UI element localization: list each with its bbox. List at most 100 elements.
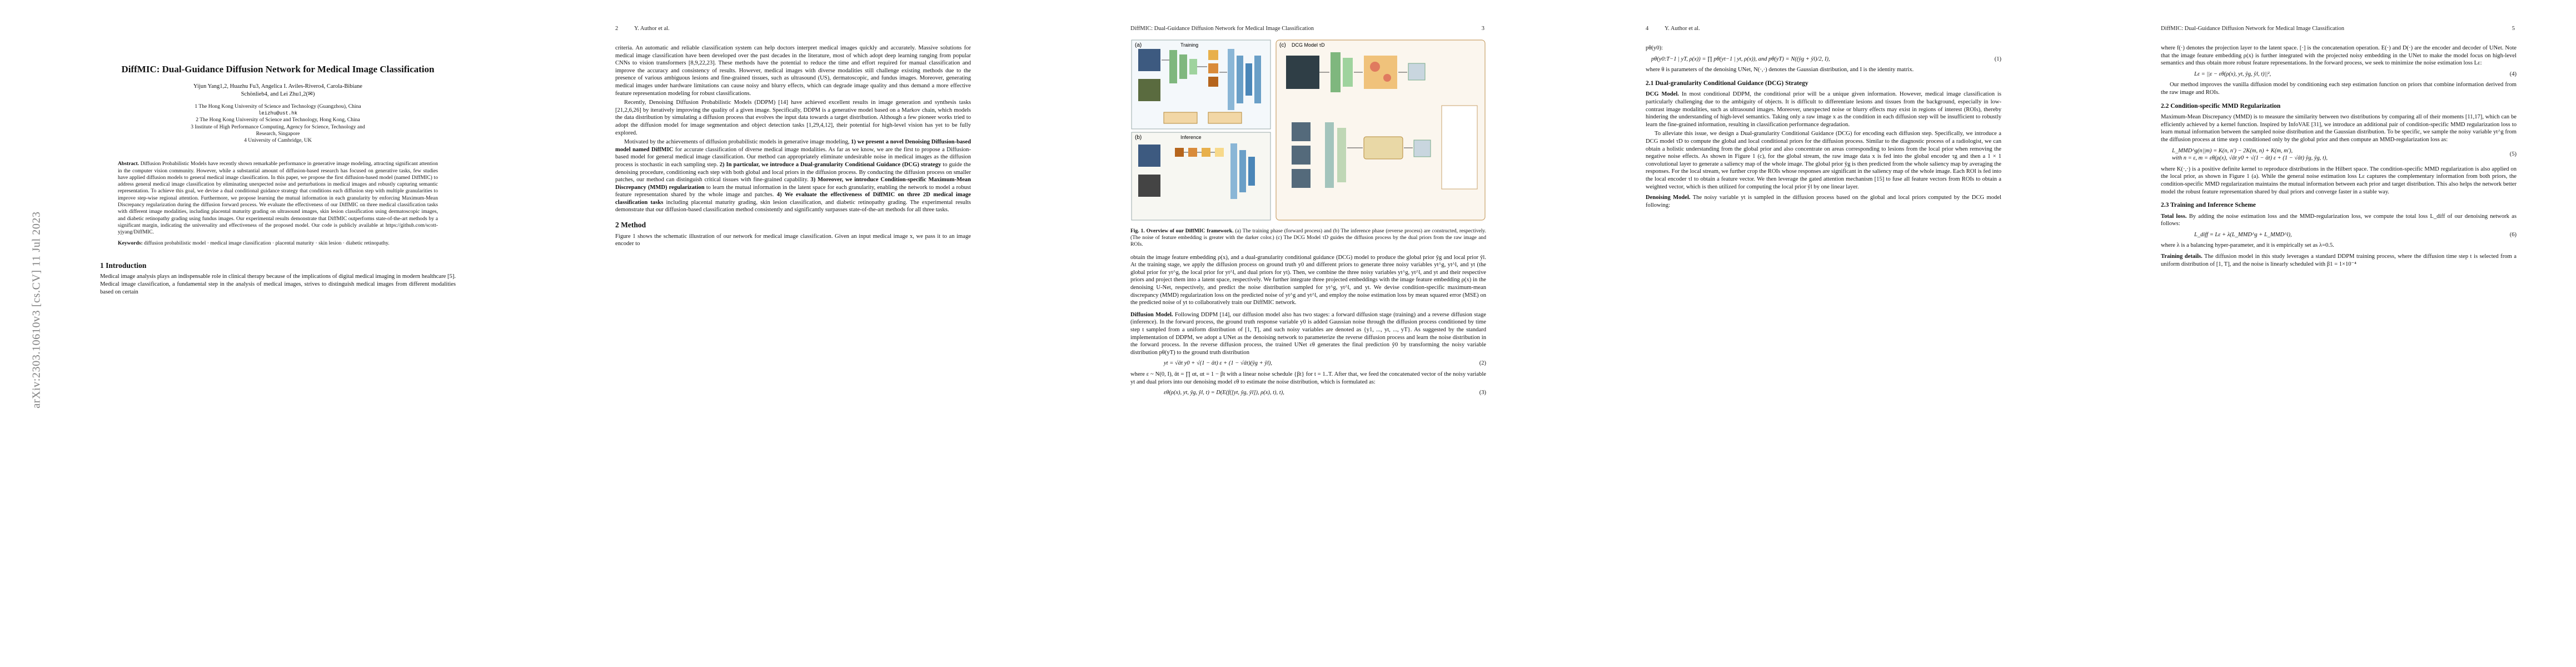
equation: pθ(y0:T−1 | yT, ρ(x)) = ∏ pθ(yt−1 | yt, … — [1651, 56, 1830, 62]
equation-2: yt = √ᾱt y0 + √(1 − ᾱt) ε + (1 − √ᾱt)(ŷg… — [1130, 360, 1486, 367]
keywords-text: diffusion probabilistic model · medical … — [144, 240, 390, 247]
abstract-label: Abstract. — [118, 161, 139, 167]
figure-caption-text: (a) The training phase (forward process)… — [1130, 228, 1486, 248]
text-run: for accurate classification of diverse m… — [615, 146, 971, 168]
equation-6: L_diff = Lε + λ(L_MMD^g + L_MMD^l), (6) — [2161, 231, 2517, 239]
paragraph: where λ is a balancing hyper-parameter, … — [2161, 242, 2334, 249]
affiliation: 2 The Hong Kong University of Science an… — [196, 117, 360, 123]
paragraph: where ε ~ N(0, I), ᾱt = ∏ αt, αt = 1 − β… — [1130, 371, 1486, 385]
contribution-2: 2) In particular, we introduce a Dual-gr… — [719, 161, 941, 168]
panel-title-dcg: DCG Model τD — [1292, 42, 1325, 48]
roi-marker — [1383, 74, 1391, 82]
contribution-3: 3) Moreover, we introduce Condition-spec… — [615, 177, 971, 191]
unet-block — [1230, 143, 1237, 199]
paragraph: where θ is parameters of the denoising U… — [1646, 67, 1914, 73]
contribution-4: 4) We evaluate the effectiveness of Diff… — [615, 192, 971, 206]
roi-patch — [1292, 169, 1311, 188]
affiliations: 1 The Hong Kong University of Science an… — [100, 103, 456, 144]
equation-number: (3) — [1479, 390, 1486, 396]
equation-3: εθ(ρ(x), yt, ŷg, ŷl, t) = D(E(f([yt, ŷg,… — [1130, 389, 1486, 397]
noise-variable — [1208, 50, 1218, 60]
noise-variable — [1175, 148, 1184, 157]
arxiv-stamp: arXiv:2303.10610v3 [cs.CV] 11 Jul 2023 — [30, 211, 43, 409]
roi-patch — [1292, 146, 1311, 165]
equation-number: (5) — [2509, 151, 2517, 158]
noise-variable — [1208, 77, 1218, 87]
equation: εθ(ρ(x), yt, ŷg, ŷl, t) = D(E(f([yt, ŷg,… — [1164, 390, 1284, 396]
text-run: Motivated by the achievements of diffusi… — [624, 139, 851, 146]
encoder-block — [1189, 59, 1197, 74]
panel-label-c: (c) — [1279, 42, 1286, 48]
noise-variable — [1208, 63, 1218, 73]
roi-patch — [1292, 122, 1311, 141]
panel-title-inference: Inference — [1180, 135, 1202, 140]
text-run: In most conditional DDPM, the conditiona… — [1646, 91, 2002, 128]
image-thumbnail — [1138, 49, 1160, 71]
abstract-text: Diffusion Probabilistic Models have rece… — [118, 161, 438, 236]
unet-block — [1237, 56, 1243, 103]
run-in-heading: Training details. — [2161, 253, 2203, 260]
text-run: to guide the denoising procedure, condit… — [615, 161, 971, 183]
paragraph: Motivated by the achievements of diffusi… — [615, 138, 971, 214]
page-3: DiffMIC: Dual-Guidance Diffusion Network… — [1030, 0, 1546, 667]
paragraph: Medical image analysis plays an indispen… — [100, 273, 456, 295]
page-4: 4 Y. Author et al. pθ(y0): pθ(y0:T−1 | y… — [1546, 0, 2061, 667]
local-encoder — [1337, 128, 1346, 182]
global-encoder — [1343, 58, 1353, 87]
affiliation: 1 The Hong Kong University of Science an… — [195, 103, 361, 109]
paragraph: Maximum-Mean Discrepancy (MMD) is to mea… — [2161, 114, 2517, 143]
image-thumbnail — [1138, 145, 1160, 167]
authors: Yijun Yang1,2, Huazhu Fu3, Angelica I. A… — [100, 83, 456, 98]
encoder-block — [1169, 50, 1177, 83]
section-heading: 1 Introduction — [100, 261, 147, 270]
paragraph: criteria. An automatic and reliable clas… — [615, 45, 971, 97]
running-head: Y. Author et al. — [634, 26, 670, 32]
global-prior — [1408, 63, 1426, 81]
equation-4: Lε = ||ε − εθ(ρ(x), yt, ŷg, ŷl, t)||², (… — [2161, 71, 2517, 78]
author-email: leizhu@ust.hk — [258, 111, 298, 117]
encoder-block — [1179, 54, 1187, 79]
figure-1: (a) (b) (c) Training Inference DCG Model… — [1130, 39, 1486, 222]
unet-block — [1254, 56, 1261, 103]
local-prior — [1413, 140, 1431, 157]
paragraph: where f(·) denotes the projection layer … — [2161, 45, 2517, 67]
equation-number: (6) — [2509, 231, 2517, 238]
roi-marker — [1370, 62, 1380, 72]
page-5: DiffMIC: Dual-Guidance Diffusion Network… — [2061, 0, 2576, 667]
abstract: Abstract. Diffusion Probabilistic Models… — [118, 161, 438, 236]
text-run: The diffusion model in this study levera… — [2161, 253, 2517, 267]
authors-line-2: Schönlieb4, and Lei Zhu1,2(✉) — [241, 91, 315, 97]
page-1: arXiv:2303.10610v3 [cs.CV] 11 Jul 2023 D… — [0, 0, 515, 667]
text-run: to learn the mutual information in the l… — [615, 184, 971, 198]
equation-1: pθ(y0:T−1 | yT, ρ(x)) = ∏ pθ(yt−1 | yt, … — [1646, 56, 2001, 63]
section-heading: 2 Method — [615, 221, 646, 230]
gated-attention — [1363, 136, 1403, 160]
image-thumbnail — [1138, 79, 1160, 101]
page-2: 2 Y. Author et al. criteria. An automati… — [515, 0, 1030, 667]
equation-number: (2) — [1479, 360, 1486, 367]
subsection-heading: 2.2 Condition-specific MMD Regularizatio… — [2161, 102, 2281, 109]
equation: Lε = ||ε − εθ(ρ(x), yt, ŷg, ŷl, t)||², — [2194, 71, 2271, 77]
subsection-heading: 2.3 Training and Inference Scheme — [2161, 202, 2256, 209]
running-head: Y. Author et al. — [1665, 26, 1700, 32]
equation: yt = √ᾱt y0 + √(1 − ᾱt) ε + (1 − √ᾱt)(ŷg… — [1164, 360, 1273, 367]
keywords: Keywords: diffusion probabilistic model … — [118, 240, 438, 247]
paragraph: Denoising Model. The noisy variable yt i… — [1646, 194, 2001, 209]
paragraph: where K(·,·) is a positive definite kern… — [2161, 166, 2517, 195]
figure-title: Overview of our DiffMIC framework. — [1146, 228, 1234, 234]
unet-block — [1239, 150, 1246, 192]
page-number: 2 — [615, 26, 619, 32]
equation-line: L_MMD^g(n||m) = K(n, n′) − 2K(m, n) + K(… — [2172, 147, 2293, 154]
paragraph: Training details. The diffusion model in… — [2161, 253, 2517, 268]
text-run: The noisy variable yt is sampled in the … — [1646, 195, 2001, 208]
loss-box — [1208, 112, 1242, 124]
paragraph: Diffusion Model. Following DDPM [14], ou… — [1130, 311, 1486, 357]
run-in-heading: Total loss. — [2161, 213, 2187, 220]
equation-number: (1) — [1994, 56, 2001, 62]
page-number: 5 — [2512, 26, 2515, 32]
loss-box — [1163, 112, 1198, 124]
paper-title: DiffMIC: Dual-Guidance Diffusion Network… — [121, 64, 435, 74]
raw-image — [1286, 56, 1319, 89]
global-encoder — [1331, 52, 1341, 92]
unet-block — [1245, 63, 1252, 96]
